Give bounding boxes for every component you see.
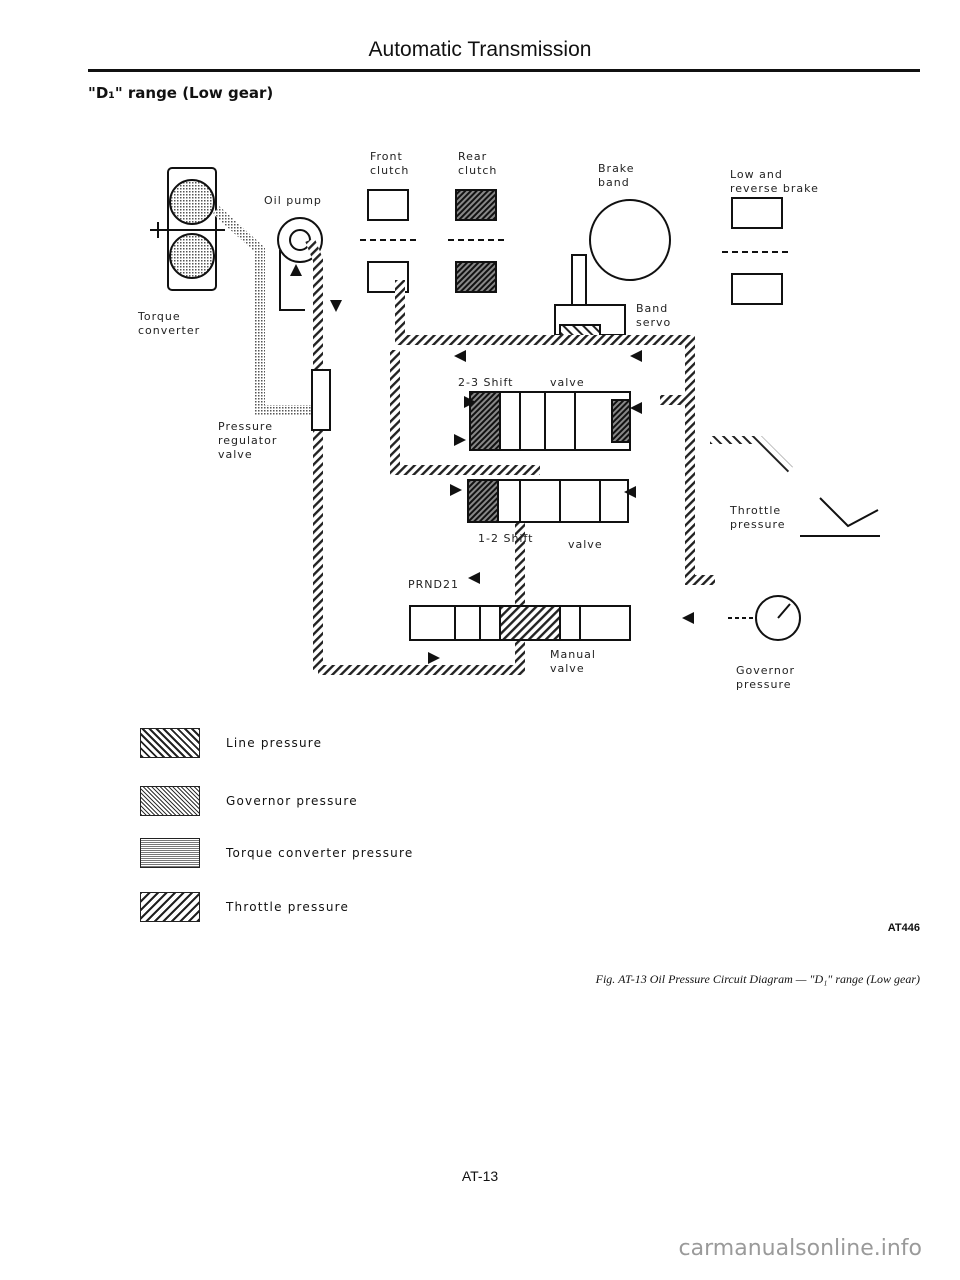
figure-code: AT446 (887, 922, 920, 934)
label-prnd21: PRND21 (408, 578, 459, 591)
manual-valve (409, 605, 631, 641)
flow-arrow-2 (330, 300, 342, 312)
legend-swatch-throttle (140, 892, 200, 922)
label-shift-1-2: 1-2 Shift (478, 532, 533, 545)
label-torque-converter-1: Torque (137, 310, 181, 323)
line-pressure-circuits (318, 280, 715, 675)
label-low-reverse-2: reverse brake (730, 182, 819, 195)
label-front-clutch-2: clutch (370, 164, 409, 177)
flow-arrow-7 (454, 434, 466, 446)
label-shift-2-3-valve: valve (550, 376, 585, 389)
flow-arrow-8 (450, 484, 462, 496)
torque-converter (150, 167, 320, 415)
legend-label: Torque converter pressure (226, 846, 414, 860)
legend-label: Line pressure (226, 736, 323, 750)
flow-arrow-3 (454, 350, 466, 362)
flow-arrow-11 (428, 652, 440, 664)
label-manual-valve-2: valve (550, 662, 585, 675)
label-rear-clutch-2: clutch (458, 164, 497, 177)
label-band-servo-1: Band (636, 302, 668, 315)
label-throttle-pressure-2: pressure (730, 518, 786, 531)
legend-item-throttle-pressure: Throttle pressure (140, 892, 349, 922)
governor-gauge (728, 595, 801, 641)
label-low-reverse-1: Low and (730, 168, 783, 181)
diagram-labels: Torque converter Oil pump Front clutch R… (137, 150, 819, 691)
label-pressure-regulator-2: regulator (218, 434, 277, 447)
shift-valve-1-2 (467, 479, 629, 523)
front-clutch (360, 189, 416, 293)
flow-arrow-4 (630, 350, 642, 362)
brake-band (571, 199, 671, 306)
label-front-clutch-1: Front (370, 150, 403, 163)
legend-swatch-torque (140, 838, 200, 868)
flow-arrow-12 (682, 612, 694, 624)
pressure-regulator-valve (311, 369, 331, 431)
flow-arrows (290, 264, 694, 664)
label-governor-pressure-2: pressure (736, 678, 792, 691)
label-brake-band-1: Brake (598, 162, 635, 175)
label-throttle-pressure-1: Throttle (729, 504, 781, 517)
rear-clutch (448, 189, 506, 293)
flow-arrow-9 (624, 486, 636, 498)
legend-item-line-pressure: Line pressure (140, 728, 322, 758)
label-pressure-regulator-3: valve (218, 448, 253, 461)
oil-pump (277, 217, 323, 670)
flow-arrow-1 (290, 264, 302, 276)
figure-caption: Fig. AT-13 Oil Pressure Circuit Diagram … (595, 972, 920, 986)
label-pressure-regulator-1: Pressure (218, 420, 273, 433)
flow-arrow-5 (464, 396, 476, 408)
legend-item-torque-converter-pressure: Torque converter pressure (140, 838, 413, 868)
label-torque-converter-2: converter (138, 324, 200, 337)
oil-pressure-circuit-diagram: Torque converter Oil pump Front clutch R… (137, 150, 880, 691)
label-shift-2-3: 2-3 Shift (458, 376, 513, 389)
flow-arrow-10 (468, 572, 480, 584)
flow-arrow-6 (630, 402, 642, 414)
page-number: AT-13 (461, 1168, 499, 1184)
label-brake-band-2: band (598, 176, 630, 189)
label-band-servo-2: servo (636, 316, 671, 329)
legend-swatch-governor (140, 786, 200, 816)
label-shift-1-2-valve: valve (568, 538, 603, 551)
throttle-pressure-line (710, 436, 793, 473)
legend-swatch-line (140, 728, 200, 758)
legend-item-governor-pressure: Governor pressure (140, 786, 358, 816)
low-reverse-brake (722, 197, 792, 305)
throttle-linkage (800, 497, 880, 537)
section-title: "D₁" range (Low gear) (88, 84, 274, 102)
label-governor-pressure-1: Governor (736, 664, 795, 677)
label-oil-pump: Oil pump (264, 194, 322, 207)
shift-valve-2-3 (469, 391, 631, 451)
legend-label: Throttle pressure (226, 900, 350, 914)
header-rule (88, 69, 920, 72)
watermark: carmanualsonline.info (678, 1236, 922, 1261)
label-rear-clutch-1: Rear (458, 150, 487, 163)
page-header-title: Automatic Transmission (368, 38, 592, 61)
label-manual-valve-1: Manual (550, 648, 596, 661)
legend-label: Governor pressure (226, 794, 358, 808)
